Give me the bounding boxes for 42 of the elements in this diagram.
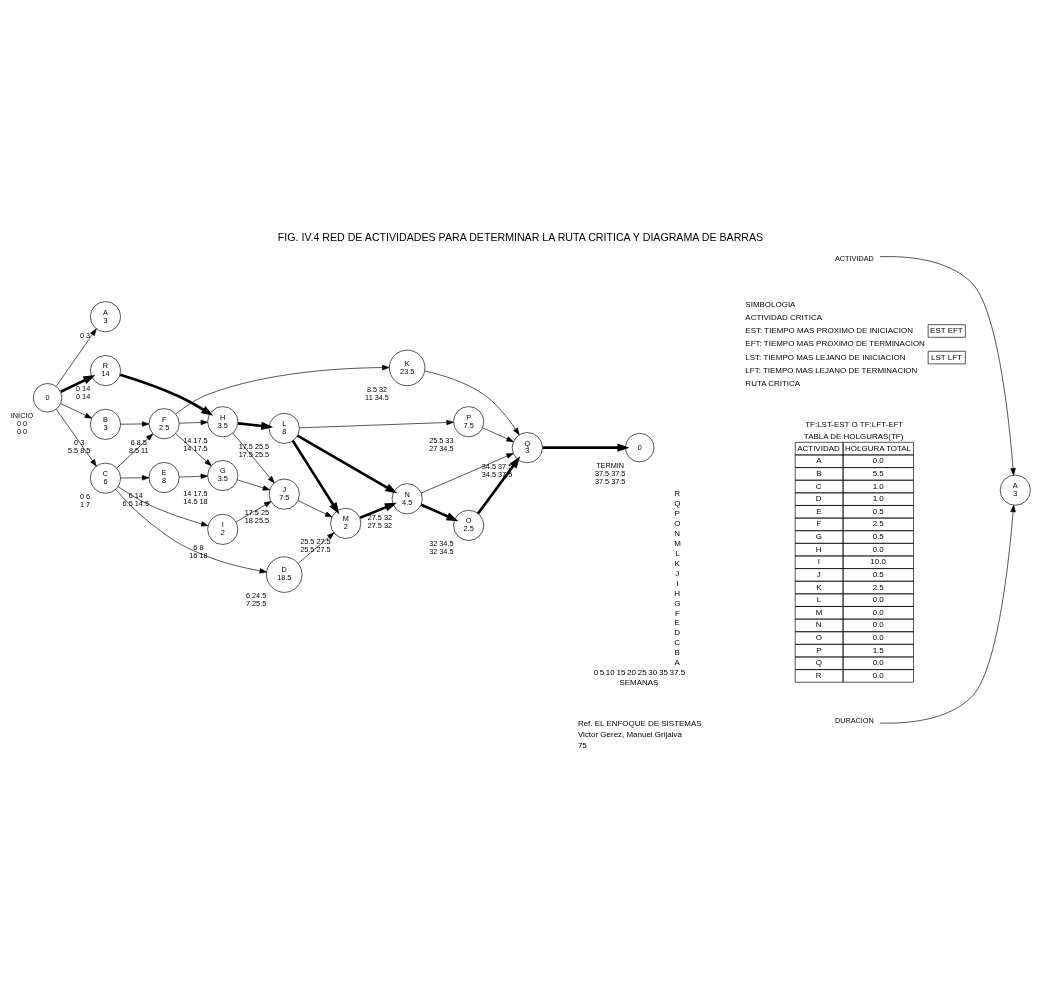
node-label: 0 0 [16, 426, 28, 436]
node-label: 16 18 [189, 550, 208, 560]
node-label: 6 8.5 [130, 437, 147, 447]
node-label: 0 6 [80, 491, 91, 501]
node-label: 8.5 32 [366, 384, 388, 394]
node-label: 14 17.5 [183, 435, 208, 445]
node-label: 14 17.5 [183, 443, 208, 453]
node-label: 6 24.5 [245, 590, 267, 600]
node-label: 37.5 37.5 [594, 468, 626, 478]
node-label: 17.5 25.5 [238, 449, 270, 459]
node-label: 25.5 33 [429, 435, 454, 445]
node-label: 27.5 32 [367, 512, 393, 522]
node-label: 25.5 27.5 [300, 544, 331, 554]
node-label: 27.5 32 [367, 520, 393, 530]
node-label: 0 3 [74, 437, 85, 447]
node-label: 5.5 8.5 [67, 445, 91, 455]
node-label: 37.5 37.5 [594, 476, 626, 486]
node-label: TERMIN [596, 460, 625, 470]
node-label: 17.5 25 [244, 507, 270, 517]
node-label: 25.5 27.5 [300, 536, 331, 546]
node-label: 17.5 25.5 [238, 441, 270, 451]
node-text: DURACION [834, 715, 874, 725]
node-label: 6 14 [128, 490, 143, 500]
node-label: INICIO [10, 410, 34, 420]
node-label: 18 25.5 [244, 515, 270, 525]
node-label: 7 25.5 [245, 598, 267, 608]
node-label: 8.5 11 [128, 445, 149, 455]
node-label: 0 0 [16, 418, 28, 428]
node-label: 32 34.5 [429, 538, 454, 548]
node-label: 11 34.5 [365, 392, 389, 402]
node-label: 0 3 [80, 330, 91, 340]
node-label: 0 14 [76, 383, 91, 393]
node-label: 1 7 [80, 499, 91, 509]
node-label: 14 17.5 [183, 488, 208, 498]
node-label: 0 14 [76, 391, 91, 401]
node-label: 14.5 18 [183, 496, 208, 506]
diagram-title: FIG. IV.4 RED DE ACTIVIDADES PARA DETERMINAR LA RUTA CRITICA Y DIAGRAMA DE BARRAS [277, 230, 764, 243]
node-label: 32 34.5 [429, 546, 454, 556]
node-label: 27 34.5 [429, 443, 454, 453]
node-label: 6 8 [193, 542, 204, 552]
node-text: ACTIVIDAD [834, 253, 874, 263]
node-label: 6.5 14.5 [122, 498, 149, 508]
